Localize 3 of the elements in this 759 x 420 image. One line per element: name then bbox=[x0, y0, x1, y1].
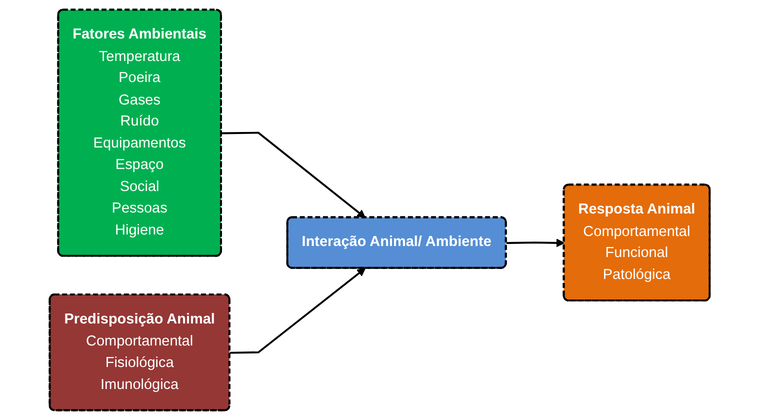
arrow bbox=[221, 132, 366, 218]
arrow bbox=[506, 238, 564, 248]
arrow bbox=[230, 268, 366, 354]
